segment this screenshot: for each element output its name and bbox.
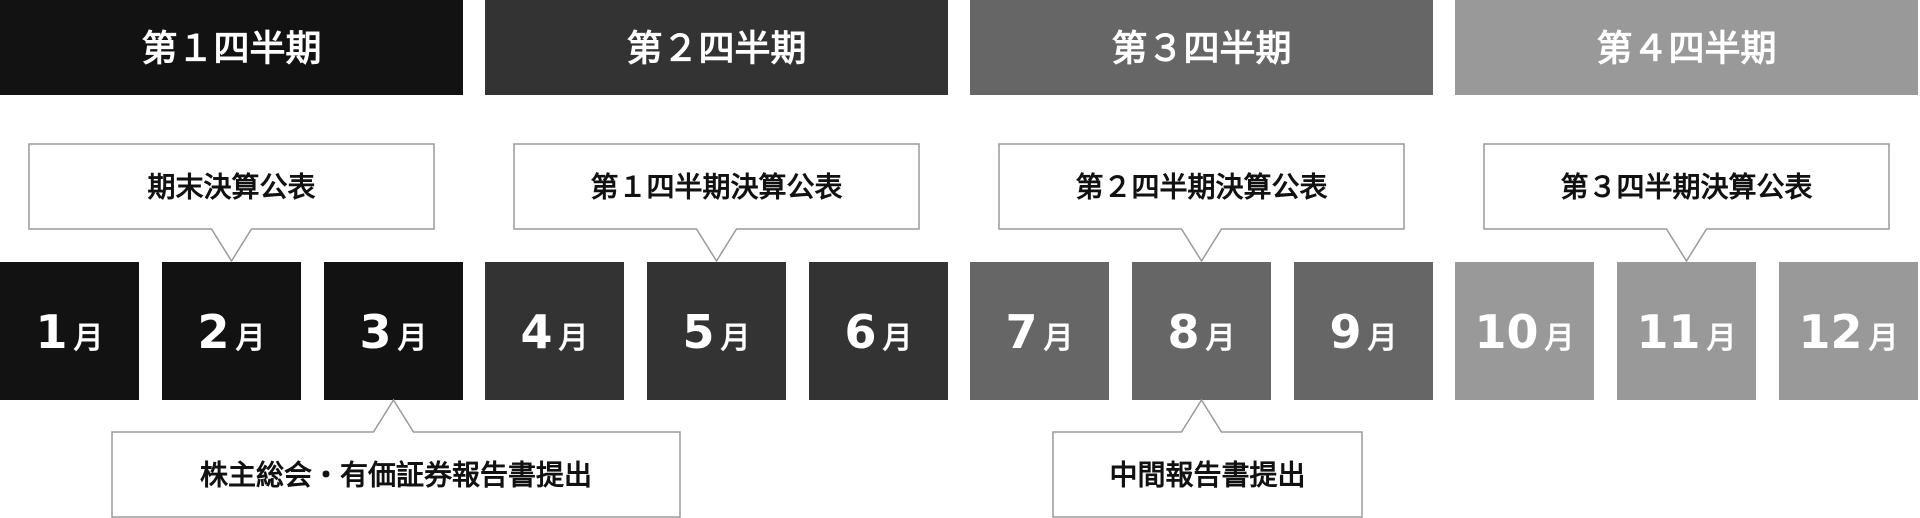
month-number: 3 (359, 305, 391, 359)
month-box-11 (1617, 262, 1756, 400)
month-box-10 (1455, 262, 1594, 400)
month-unit: 月 (1368, 321, 1398, 356)
month-box-7 (970, 262, 1109, 400)
month-box-8 (1132, 262, 1271, 400)
callout-top-3 (998, 143, 1405, 263)
month-number: 7 (1005, 305, 1037, 359)
month-unit: 月 (721, 321, 751, 356)
callout-bottom-2 (1052, 398, 1363, 518)
quarter-header-1 (0, 0, 463, 95)
month-number: 1 (35, 305, 67, 359)
quarter-label: 第３四半期 (1111, 29, 1291, 70)
month-box-4 (485, 262, 624, 400)
month-unit: 月 (1044, 321, 1074, 356)
month-box-3 (324, 262, 463, 400)
month-unit: 月 (559, 321, 589, 356)
quarter-headers: 第１四半期 第２四半期 第３四半期 第４四半期 (0, 0, 1918, 95)
month-unit: 月 (1206, 321, 1236, 356)
month-number: 5 (682, 305, 714, 359)
quarter-header-3 (970, 0, 1433, 95)
month-box-5 (647, 262, 786, 400)
quarter-header-4 (1455, 0, 1918, 95)
month-box-2 (162, 262, 301, 400)
month-box-6 (809, 262, 948, 400)
callout-bottom-1 (111, 398, 681, 518)
quarter-label: 第２四半期 (626, 29, 806, 70)
month-number: 10 (1474, 305, 1538, 359)
month-unit: 月 (236, 321, 266, 356)
callout-text: 株主総会・有価証券報告書提出 (200, 459, 592, 492)
callout-top-1 (28, 143, 435, 263)
month-number: 8 (1167, 305, 1199, 359)
quarter-label: 第４四半期 (1596, 29, 1776, 70)
month-box-9 (1294, 262, 1433, 400)
quarter-label: 第１四半期 (141, 29, 321, 70)
callout-text: 期末決算公表 (147, 171, 315, 204)
month-unit: 月 (398, 321, 428, 356)
month-box-1 (0, 262, 139, 400)
month-unit: 月 (1545, 321, 1575, 356)
month-unit: 月 (883, 321, 913, 356)
month-number: 4 (520, 305, 552, 359)
month-unit: 月 (74, 321, 104, 356)
callout-top-4 (1483, 143, 1890, 263)
quarter-header-2 (485, 0, 948, 95)
month-unit: 月 (1707, 321, 1737, 356)
month-number: 6 (844, 305, 876, 359)
month-unit: 月 (1869, 321, 1899, 356)
callout-text: 第２四半期決算公表 (1075, 171, 1327, 204)
callout-text: 第１四半期決算公表 (590, 171, 842, 204)
callout-text: 中間報告書提出 (1109, 459, 1305, 492)
month-number: 11 (1636, 305, 1700, 359)
month-number: 2 (197, 305, 229, 359)
event-callouts: 期末決算公表 第１四半期決算公表 第２四半期決算公表 第３四半期決算公表株主総会・有価… (28, 143, 1890, 518)
callout-text: 第３四半期決算公表 (1560, 171, 1812, 204)
month-number: 9 (1329, 305, 1361, 359)
callout-top-2 (513, 143, 920, 263)
month-number: 12 (1798, 305, 1862, 359)
month-box-12 (1779, 262, 1918, 400)
